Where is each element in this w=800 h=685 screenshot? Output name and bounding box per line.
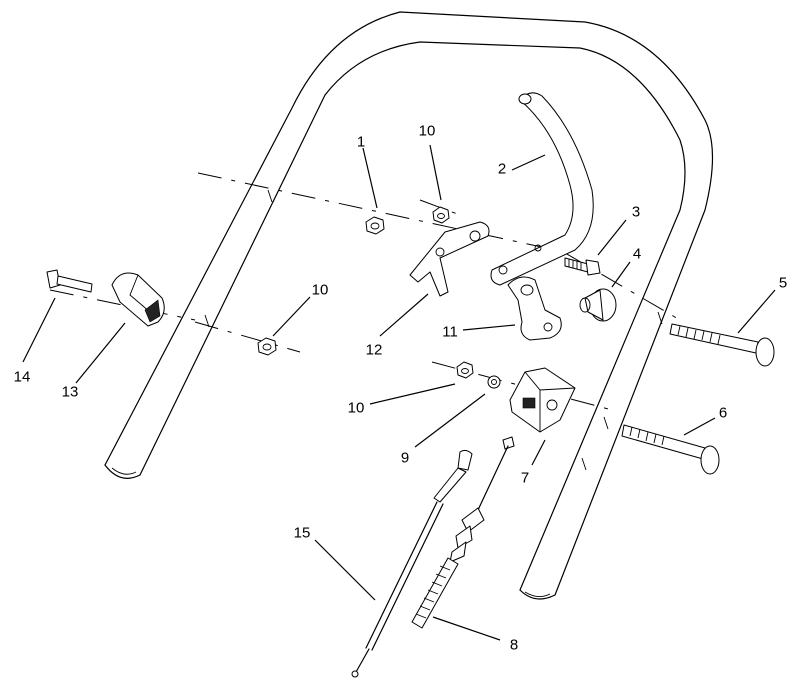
callout-6: 6 — [718, 404, 728, 422]
callout-4: 4 — [632, 245, 642, 263]
part-10-nut-left — [257, 337, 277, 356]
part-15-cable — [351, 449, 473, 678]
callout-10-left: 10 — [311, 281, 329, 299]
callout-8: 8 — [509, 636, 519, 654]
part-13-handle-clamp — [111, 272, 165, 327]
callout-9: 9 — [400, 449, 410, 467]
part-2-control-lever — [490, 92, 594, 286]
callout-2: 2 — [497, 160, 507, 178]
callout-12: 12 — [365, 341, 383, 359]
callout-5: 5 — [778, 274, 788, 292]
part-10-nut-lower — [456, 361, 474, 379]
part-6-carriage-bolt — [621, 424, 720, 475]
part-11-cam — [507, 276, 562, 341]
part-7-cable-clamp — [509, 367, 576, 433]
part-8-cable-spring — [411, 436, 515, 629]
callout-14: 14 — [13, 368, 31, 386]
part-14-bolt — [46, 269, 93, 293]
callout-1: 1 — [356, 133, 366, 151]
part-1-nut — [365, 216, 385, 235]
callout-10-lower: 10 — [347, 399, 365, 417]
part-3-bolt — [564, 257, 601, 276]
callout-7: 7 — [520, 469, 530, 487]
leader-lines — [22, 144, 776, 641]
callout-13: 13 — [61, 383, 79, 401]
callout-10-top: 10 — [418, 122, 436, 140]
part-12-bracket — [409, 221, 490, 297]
handle-tube — [104, 11, 714, 600]
callout-11: 11 — [442, 323, 458, 341]
part-5-carriage-bolt — [669, 323, 775, 367]
part-4-knob — [579, 288, 617, 322]
part-10-nut-top — [432, 206, 450, 224]
callout-3: 3 — [631, 203, 641, 221]
part-9-washer — [487, 375, 501, 389]
callout-15: 15 — [293, 524, 311, 542]
